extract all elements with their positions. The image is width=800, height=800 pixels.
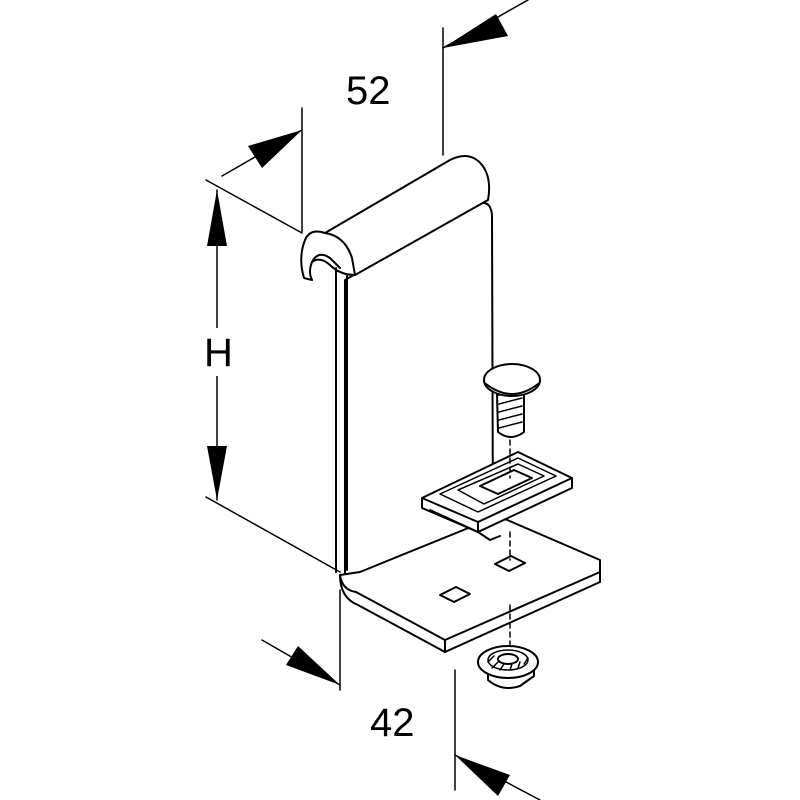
bolt-head <box>483 363 541 397</box>
bolt-thread <box>498 397 523 429</box>
arrow-left <box>248 130 302 168</box>
arrow-down <box>207 446 227 500</box>
clamp-recess-middle <box>457 463 545 505</box>
nut-teeth <box>487 655 529 671</box>
bolt-head-underside <box>485 383 539 395</box>
dimension-bottom-width: 42 <box>261 589 541 800</box>
hook-fold-line <box>324 232 356 276</box>
height-label: H <box>204 331 233 375</box>
nut-bore <box>497 653 519 665</box>
arrow-right-bottom <box>455 755 510 796</box>
width-bottom-label: 42 <box>370 701 415 745</box>
hook-inner-curl <box>311 253 341 269</box>
bracket <box>300 155 601 653</box>
width-top-label: 52 <box>346 69 391 113</box>
arrow-up <box>207 190 227 246</box>
clamp-recess-outer <box>439 457 557 513</box>
dimension-height: H <box>196 179 341 573</box>
arrow-right <box>443 14 508 48</box>
height-label-background <box>196 328 238 376</box>
arrow-left-bottom <box>286 646 340 685</box>
clamp-square-hole <box>479 469 533 495</box>
foot-slot-right <box>494 555 526 572</box>
bracket-foot <box>339 515 601 641</box>
dimension-top-width: 52 <box>221 0 529 233</box>
carriage-bolt <box>483 363 541 479</box>
clamp-plate <box>421 451 573 541</box>
extension-line-top <box>205 179 303 234</box>
nut-serration-ring <box>487 649 529 671</box>
flange-nut <box>477 531 539 689</box>
extension-line-bottom <box>205 496 341 573</box>
foot-slot-left <box>439 586 471 603</box>
clamp-plate-lip <box>429 509 501 541</box>
foot-thickness-edge <box>339 571 601 653</box>
